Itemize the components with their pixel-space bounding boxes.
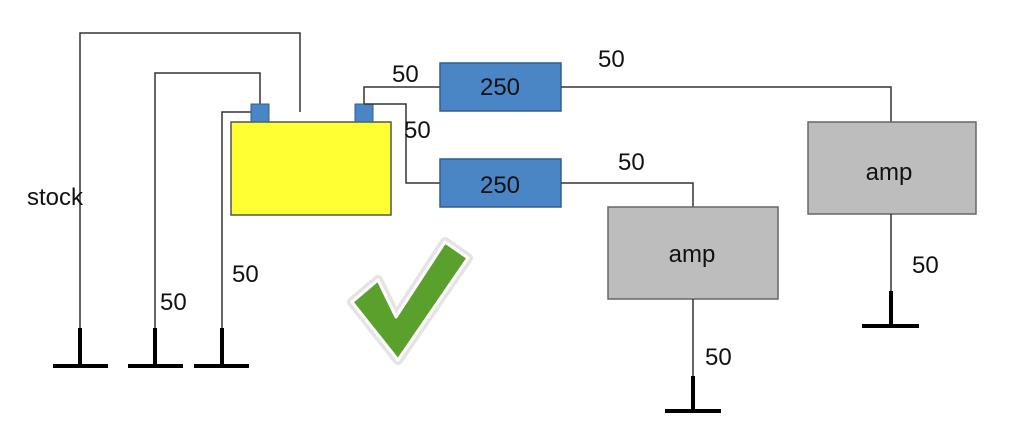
wire-label: 50 (392, 61, 419, 88)
fuse-top (439, 62, 562, 112)
wire-label: 50 (598, 46, 625, 73)
fuse-bottom-label: 250 (480, 172, 520, 199)
wire-label: 50 (232, 261, 259, 288)
wire-stock-inner (221, 111, 260, 330)
wire-fuse-top-to-amp-right (561, 86, 892, 122)
wire-stock-outer (79, 32, 301, 330)
battery-body (230, 121, 392, 216)
ground-icon (862, 291, 919, 328)
wire-to-fuse-top (363, 86, 440, 104)
check-icon (347, 237, 473, 365)
ground-icon (53, 328, 108, 368)
amp-left (607, 206, 779, 300)
battery-terminal-positive (354, 103, 374, 123)
wire-to-fuse-bottom (364, 103, 440, 184)
amp-left-label: amp (669, 241, 716, 268)
amp-right-label: amp (866, 159, 913, 186)
wire-stock-mid (154, 72, 261, 330)
wire-label: 50 (160, 289, 187, 316)
ground-icon (128, 328, 183, 368)
amp-right (807, 121, 977, 215)
fuse-bottom (439, 158, 562, 208)
fuse-top-label: 250 (480, 74, 520, 101)
battery-terminal-negative (250, 103, 270, 123)
ground-icon (665, 376, 721, 413)
wire-label: 50 (705, 344, 732, 371)
ground-icon (194, 328, 249, 368)
wire-label: 50 (912, 252, 939, 279)
stock-label: stock (27, 184, 84, 211)
wire-label: 50 (618, 149, 645, 176)
wire-label: 50 (404, 117, 431, 144)
wire-fuse-bottom-to-amp-left (561, 182, 694, 207)
